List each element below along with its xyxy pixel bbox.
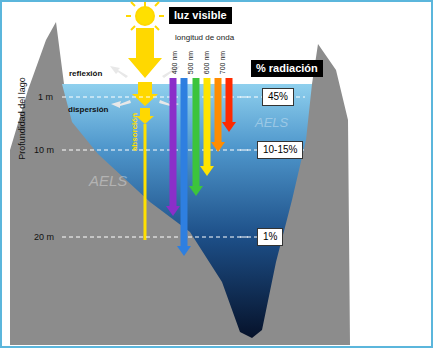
sun xyxy=(126,2,164,30)
watermark: AELS xyxy=(255,116,288,129)
light-ray xyxy=(144,124,147,240)
box-text: luz visible xyxy=(174,9,227,22)
wavelength-arrows xyxy=(166,78,236,256)
box-text: 1% xyxy=(263,231,277,243)
value-box: 45% xyxy=(262,88,294,106)
depth-label: 10 m xyxy=(34,146,54,155)
axis-label: longitud de onda xyxy=(175,34,234,42)
depth-lines xyxy=(240,97,305,237)
value-box: 10-15% xyxy=(257,141,303,159)
wavelength-label: 700 nm xyxy=(219,51,226,74)
light-arrow xyxy=(128,28,162,78)
light-arrow xyxy=(132,82,158,106)
rock xyxy=(10,22,350,345)
watermark: AELS xyxy=(89,173,127,188)
wavelength-label: 500 nm xyxy=(187,51,194,74)
wavelength-label: 400 nm xyxy=(171,51,178,74)
process-label: dispersión xyxy=(68,106,108,114)
depth-label: 20 m xyxy=(34,233,54,242)
process-label: absorción xyxy=(131,113,139,151)
heading-box: % radiación xyxy=(251,60,323,77)
axis-title: Profundidad del lago xyxy=(18,77,27,160)
process-label: reflexión xyxy=(69,70,102,78)
value-box: 1% xyxy=(257,228,283,246)
depth-lines xyxy=(62,97,250,237)
wavelength-label: 600 nm xyxy=(203,51,210,74)
box-text: % radiación xyxy=(256,62,318,75)
box-text: 45% xyxy=(268,91,288,103)
depth-label: 1 m xyxy=(38,93,53,102)
box-text: 10-15% xyxy=(263,144,297,156)
heading-box: luz visible xyxy=(169,7,232,24)
